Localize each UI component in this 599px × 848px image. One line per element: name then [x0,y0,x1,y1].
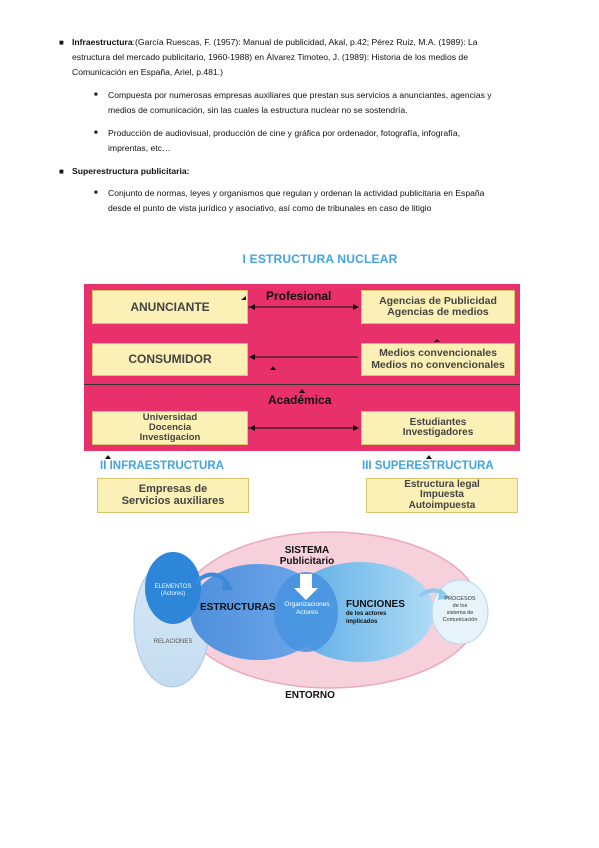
bullet-superestructura: Superestructura publicitaria: [72,164,372,179]
elementos-sub: (Actores) [160,591,186,597]
box-line: Empresas de [138,482,208,495]
profesional-label: Profesional [266,289,332,303]
box-line: Agencias de Publicidad [379,294,497,307]
box-line: Impuesta [420,489,464,501]
box-line: Docencia [148,422,192,434]
box-label: CONSUMIDOR [128,352,212,367]
sub-bullet-text: Conjunto de normas, leyes y organismos q… [108,186,562,216]
arrowhead-small [270,366,276,370]
superestructura-title: III SUPERESTRUCTURA [362,460,494,472]
bullet-label: Superestructura publicitaria: [72,166,190,176]
diagram1-arrows [105,296,440,459]
box-line: Universidad [142,412,198,424]
procesos-sub: de los [452,603,468,609]
bullet-marker: ■ [59,167,64,176]
superestructura-box: Estructura legal Impuesta Autoimpuesta [366,478,518,513]
diagram-title: I ESTRUCTURA NUCLEAR [242,252,398,266]
arrowhead-small [426,455,432,459]
overlap-ellipse [274,572,338,652]
funciones-sub: de los actores [346,611,387,617]
box-line: Estudiantes [409,416,467,428]
divider-line [84,384,520,385]
agencias-box: Agencias de Publicidad Agencias de medio… [361,290,515,324]
sub-bullet-line: Compuesta por numerosas empresas auxilia… [108,90,492,100]
arrowhead-small [241,296,246,300]
funciones-sub: implicados [346,619,378,625]
sub-bullet-marker: ■ [94,190,98,196]
entorno-label: ENTORNO [285,690,335,701]
box-line: Investigacion [139,431,201,443]
sub-bullet-marker: ■ [94,130,98,136]
funciones-text: FUNCIONES [346,599,405,610]
elementos-label: ELEMENTOS (Actores) [146,584,200,598]
consumidor-box: CONSUMIDOR [92,343,248,376]
bullet-infraestructura: Infraestructura:(García Ruescas, F. (195… [72,35,562,80]
box-label: ANUNCIANTE [130,299,210,314]
estructuras-label: ESTRUCTURAS [200,602,276,613]
curved-arrow-head [438,588,450,600]
sub-bullet-line: medios de comunicación, sin las cuales l… [108,105,408,115]
bullet-text-line: :(García Ruescas, F. (1957): Manual de p… [132,37,478,47]
infraestructura-title: II INFRAESTRUCTURA [100,460,224,472]
procesos-sub: Comunicación [442,617,478,623]
box-line: Agencias de medios [387,306,489,318]
sub-bullet-text: Compuesta por numerosas empresas auxilia… [108,88,562,118]
sub-bullet-marker: ■ [94,92,98,98]
sub-bullet-line: imprentas, etc… [108,143,171,153]
down-arrow-icon [294,574,318,600]
procesos-text: PROCESOS [444,596,476,602]
medios-box: Medios convencionales Medios no convenci… [361,343,515,376]
organizaciones-sub: Actores [295,609,319,616]
elementos-ellipse [145,552,201,624]
sub-bullet-line: desde el punto de vista jurídico y asoci… [108,203,432,213]
organizaciones-label: Organizaciones Actores [276,601,338,617]
academica-label: Académica [268,393,332,407]
curved-arrow-head [222,578,234,590]
bullet-label: Infraestructura [72,37,133,47]
anunciante-box: ANUNCIANTE [92,290,248,324]
procesos-label: PROCESOS de los sistema de Comunicación [432,596,488,624]
sub-bullet-line: Producción de audiovisual, producción de… [108,128,461,138]
estudiantes-box: Estudiantes Investigadores [361,411,515,445]
sistema-text: SISTEMA [284,545,330,556]
sub-bullet-line: Conjunto de normas, leyes y organismos q… [108,188,485,198]
sistema-label: SISTEMA Publicitario [270,545,344,567]
box-line: Servicios auxiliares [121,494,225,507]
box-line: Estructura legal [404,478,480,490]
arrowhead-small [299,389,305,393]
box-line: Autoimpuesta [408,499,476,511]
box-line: Medios convencionales [379,347,497,360]
sub-bullet-text: Producción de audiovisual, producción de… [108,126,562,156]
elementos-text: ELEMENTOS [154,584,192,590]
funciones-label: FUNCIONES de los actores implicados [346,599,408,626]
organizaciones-text: Organizaciones [284,601,330,608]
bullet-marker: ■ [59,38,64,47]
procesos-sub: sistema de [446,610,474,616]
box-line: Medios no convencionales [371,358,505,371]
universidad-box: Universidad Docencia Investigacion [92,411,248,445]
arrowhead-small [105,455,111,459]
bullet-text-line: estructura del mercado publicitario, 196… [72,52,468,62]
arrowhead-small [434,339,440,342]
publicitario-text: Publicitario [279,556,335,567]
relaciones-label: RELACIONES [153,639,193,645]
bullet-text-line: Comunicación en España, Ariel, p.481.) [72,67,223,77]
infraestructura-box: Empresas de Servicios auxiliares [97,478,249,513]
box-line: Investigadores [402,427,474,438]
